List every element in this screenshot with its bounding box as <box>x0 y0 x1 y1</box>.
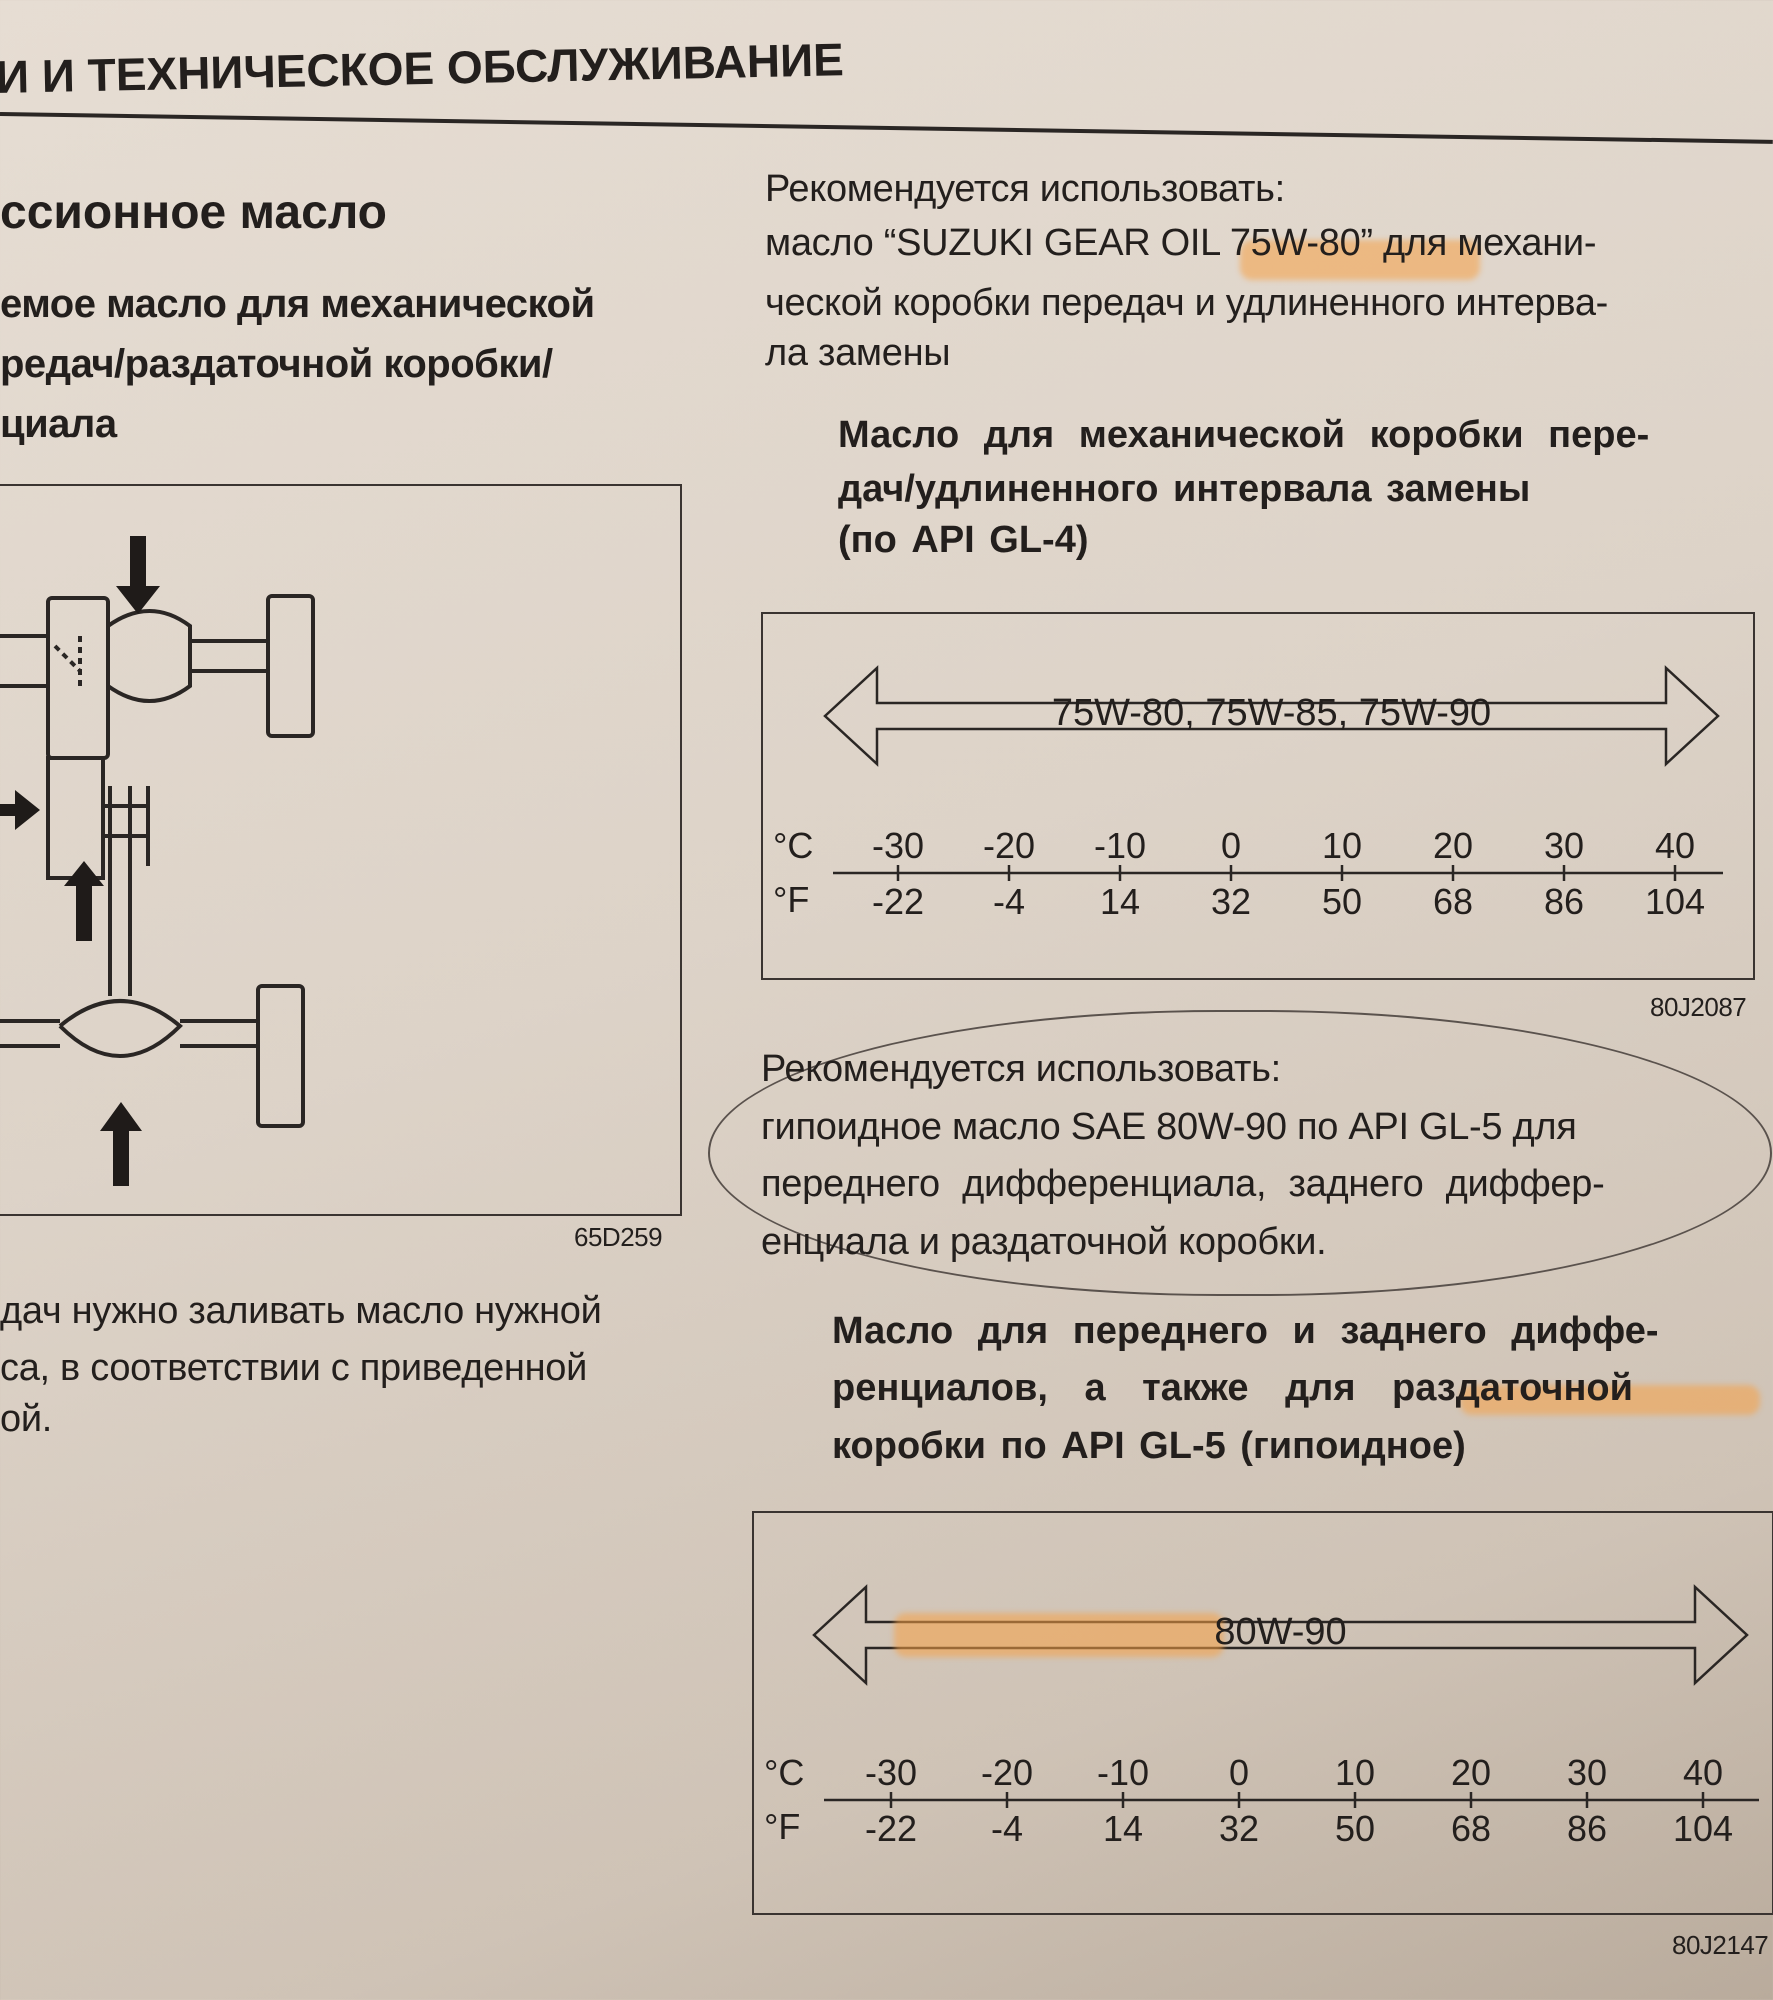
internal-gears <box>53 636 82 686</box>
rec2-title: Рекомендуется использовать: <box>761 1048 1281 1090</box>
celsius-unit: °C <box>764 1752 805 1793</box>
front-axle <box>190 639 268 673</box>
celsius-tick-label: 40 <box>1654 825 1696 866</box>
celsius-tick-label: -20 <box>980 1752 1034 1793</box>
celsius-tick-label: 10 <box>1321 825 1363 866</box>
hand-drawn-circle <box>708 1010 1772 1296</box>
celsius-tick-label: -30 <box>871 825 925 866</box>
celsius-tick-label: 40 <box>1682 1752 1724 1793</box>
celsius-tick-label: 10 <box>1334 1752 1376 1793</box>
celsius-tick-label: 30 <box>1566 1752 1608 1793</box>
celsius-tick-label: -10 <box>1093 825 1147 866</box>
propeller-shaft <box>108 786 132 996</box>
oil-grade-label: 80W-90 <box>1214 1611 1347 1653</box>
front-differential <box>106 609 192 703</box>
fahrenheit-tick-label: 32 <box>1218 1808 1260 1849</box>
subheading-line: емое масло для механической <box>0 282 595 326</box>
rear-wheel <box>256 984 305 1128</box>
transfer-case <box>46 756 105 880</box>
fahrenheit-tick-label: 32 <box>1210 881 1252 922</box>
body-line: са, в соответствии с приведенной <box>0 1347 588 1389</box>
subheading-line: редач/раздаточной коробки/ <box>0 342 553 386</box>
header-rule <box>0 112 1773 144</box>
fahrenheit-tick-label: -22 <box>864 1808 918 1849</box>
celsius-tick-label: 20 <box>1432 825 1474 866</box>
rec1-line: ческой коробки передач и удлиненного инт… <box>765 282 1609 324</box>
fahrenheit-tick-label: 68 <box>1450 1808 1492 1849</box>
celsius-tick-label: -10 <box>1096 1752 1150 1793</box>
celsius-unit: °C <box>773 825 814 866</box>
input-shaft <box>0 634 48 688</box>
rec2-line: переднего дифференциала, заднего диффер- <box>761 1163 1605 1205</box>
chart-graphics <box>823 665 1723 881</box>
fahrenheit-tick-label: 50 <box>1334 1808 1376 1849</box>
chart-graphics <box>812 1584 1759 1808</box>
rec2-line: енциала и раздаточной коробки. <box>761 1221 1327 1263</box>
fahrenheit-tick-label: -4 <box>992 881 1026 922</box>
chart2-code: 80J2147 <box>1672 1930 1769 1960</box>
figure-code: 65D259 <box>574 1222 663 1252</box>
temperature-range-arrow <box>823 665 1720 767</box>
chart1-code: 80J2087 <box>1650 992 1747 1022</box>
fahrenheit-unit: °F <box>773 879 810 920</box>
fahrenheit-tick-label: 86 <box>1566 1808 1608 1849</box>
fahrenheit-tick-label: 68 <box>1432 881 1474 922</box>
heading2-line: коробки по API GL-5 (гипоидное) <box>832 1425 1466 1467</box>
heading1-line: Масло для механической коробки пере- <box>838 414 1650 456</box>
fill-point-arrow-icon <box>0 536 160 1186</box>
fahrenheit-tick-label: 14 <box>1102 1808 1144 1849</box>
highlighter-mark <box>1460 1385 1760 1415</box>
heading1-line: дач/удлиненного интервала замены <box>838 468 1531 510</box>
celsius-tick-label: 0 <box>1220 825 1242 866</box>
rec1-line: ла замены <box>765 332 951 374</box>
fahrenheit-tick-label: 104 <box>1672 1808 1734 1849</box>
rear-axle <box>0 1019 258 1048</box>
front-wheel <box>266 594 315 738</box>
highlighter-mark <box>894 1613 1224 1657</box>
subheading-line: циала <box>0 402 117 446</box>
drivetrain-figure <box>0 484 682 1216</box>
viscosity-chart-gl4: -30 -22 -20 -4 -10 14 0 32 10 50 20 68 30 86 40 104 °C °F… <box>761 612 1755 980</box>
fahrenheit-tick-label: 86 <box>1543 881 1585 922</box>
rear-differential <box>58 999 183 1058</box>
section-title: ссионное масло <box>0 186 387 239</box>
celsius-tick-label: 0 <box>1228 1752 1250 1793</box>
heading2-line: ренциалов, а также для раздаточной <box>832 1367 1633 1409</box>
body-line: дач нужно заливать масло нужной <box>0 1290 602 1332</box>
body-line: ой. <box>0 1398 53 1440</box>
highlighter-mark <box>1240 240 1480 280</box>
temperature-range-arrow <box>812 1584 1749 1686</box>
fahrenheit-unit: °F <box>764 1806 801 1847</box>
fahrenheit-tick-label: 14 <box>1099 881 1141 922</box>
fahrenheit-tick-label: 104 <box>1644 881 1706 922</box>
rec2-line: гипоидное масло SAE 80W-90 по API GL-5 д… <box>761 1106 1577 1148</box>
celsius-tick-label: -20 <box>982 825 1036 866</box>
celsius-tick-label: -30 <box>864 1752 918 1793</box>
drivetrain-diagram <box>0 536 315 1186</box>
page-header-title: И И ТЕХНИЧЕСКОЕ ОБСЛУЖИВАНИЕ <box>0 33 845 103</box>
viscosity-chart-gl5: -30 -22 -20 -4 -10 14 0 32 10 50 20 68 30 86 40 104 °C °F… <box>752 1511 1773 1915</box>
fahrenheit-tick-label: -22 <box>871 881 925 922</box>
celsius-tick-label: 30 <box>1543 825 1585 866</box>
rec1-line: масло “SUZUKI GEAR OIL 75W-80” для механ… <box>765 222 1597 264</box>
fahrenheit-tick-label: -4 <box>990 1808 1024 1849</box>
transmission-shape <box>46 596 110 760</box>
heading2-line: Масло для переднего и заднего диффе- <box>832 1310 1659 1352</box>
fahrenheit-tick-label: 50 <box>1321 881 1363 922</box>
oil-grade-label: 75W-80, 75W-85, 75W-90 <box>1051 692 1492 734</box>
heading1-line: (по API GL-4) <box>838 519 1089 561</box>
rec1-title: Рекомендуется использовать: <box>765 168 1285 210</box>
celsius-tick-label: 20 <box>1450 1752 1492 1793</box>
